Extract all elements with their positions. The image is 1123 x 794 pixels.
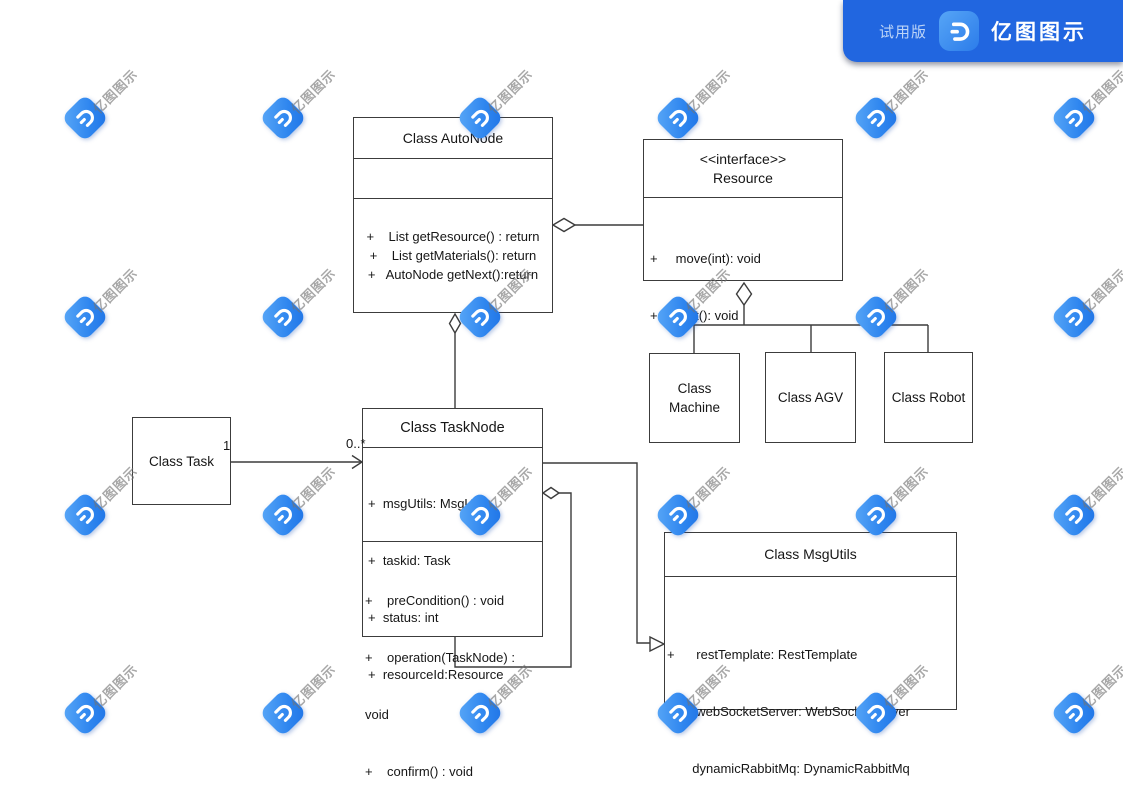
multiplicity-label-tasknode: 0..* [346, 436, 366, 451]
section-divider [644, 197, 842, 198]
class-box-tasknode[interactable]: Class TaskNode + msgUtils: MsgUtils + ta… [362, 408, 543, 779]
connector-tasknode-selfloop[interactable] [454, 486, 572, 668]
attributes-section: + restTemplate: RestTemplate + webSocket… [665, 577, 956, 794]
section-divider [363, 541, 542, 542]
connector-autonode-resource[interactable] [551, 217, 643, 233]
triangle-arrowhead [649, 635, 666, 653]
method-line: + operation(TaskNode) : [365, 650, 515, 665]
class-box-machine[interactable]: Class Machine [649, 353, 740, 443]
section-divider [363, 447, 542, 448]
attribute-line: + taskid: Task [368, 553, 451, 568]
class-title: Class Robot [891, 390, 966, 405]
connector-tasknode-msgutils[interactable] [543, 462, 666, 653]
app-name-label: 亿图图示 [991, 21, 1087, 44]
attribute-line: + msgUtils: MsgUtils [368, 496, 490, 511]
class-box-agv[interactable]: Class AGV [765, 352, 856, 443]
class-title: <<interface>> Resource [644, 140, 842, 197]
class-box-autonode[interactable]: Class AutoNode + List getResource() : re… [353, 117, 553, 313]
attribute-line: dynamicRabbitMq: DynamicRabbitMq [667, 761, 910, 776]
section-divider [354, 198, 552, 199]
method-line: + wait(): void [650, 308, 739, 323]
method-line: + List getMaterials(): return [369, 247, 537, 263]
methods-section: + List getResource() : return + List get… [354, 199, 552, 311]
methods-section: + preCondition() : void + operation(Task… [363, 542, 542, 794]
class-box-robot[interactable]: Class Robot [884, 352, 973, 443]
attributes-section: + msgUtils: MsgUtils + taskid: Task + st… [363, 448, 542, 682]
aggregation-diamond [541, 486, 561, 500]
aggregation-diamond [551, 217, 577, 233]
multiplicity-label-task: 1 [223, 438, 231, 453]
trial-banner[interactable]: 试用版 亿图图示 [843, 0, 1123, 62]
method-line: + preCondition() : void [365, 593, 505, 608]
method-line: void [365, 707, 389, 722]
attribute-line: + webSocketServer: WebSocketServer [667, 704, 910, 719]
edraw-d-glyph [950, 22, 970, 41]
class-box-resource-interface[interactable]: <<interface>> Resource + move(int): void… [643, 139, 843, 323]
class-box-task[interactable]: Class Task [132, 417, 231, 505]
attribute-line: + restTemplate: RestTemplate [667, 647, 858, 662]
method-line: + confirm() : void [365, 764, 473, 779]
class-title: Class AutoNode [402, 129, 504, 146]
trial-version-label: 试用版 [878, 23, 927, 41]
attributes-section [354, 159, 552, 198]
methods-section: + move(int): void + wait(): void [644, 198, 842, 363]
method-line: + List getResource() : return [366, 228, 540, 244]
class-title: Class AGV [777, 390, 844, 405]
class-title: Class MsgUtils [764, 546, 857, 562]
section-divider [665, 576, 956, 577]
class-title: Class Machine [668, 381, 721, 415]
method-line: + AutoNode getNext():return [367, 266, 539, 282]
edraw-logo-icon [939, 11, 979, 51]
class-title: Class TaskNode [400, 419, 505, 436]
class-title: Class Task [148, 453, 215, 469]
interface-name: Resource [713, 169, 773, 186]
connector-task-tasknode[interactable] [231, 454, 364, 470]
attribute-line: + status: int [368, 610, 439, 625]
attribute-line: + resourceId:Resource [368, 667, 504, 682]
aggregation-diamond [448, 312, 462, 335]
connector-autonode-tasknode[interactable] [448, 312, 462, 408]
class-box-msgutils[interactable]: Class MsgUtils + restTemplate: RestTempl… [664, 532, 957, 776]
stereotype-label: <<interface>> [699, 150, 787, 167]
method-line: + move(int): void [650, 251, 761, 266]
section-divider [354, 158, 552, 159]
